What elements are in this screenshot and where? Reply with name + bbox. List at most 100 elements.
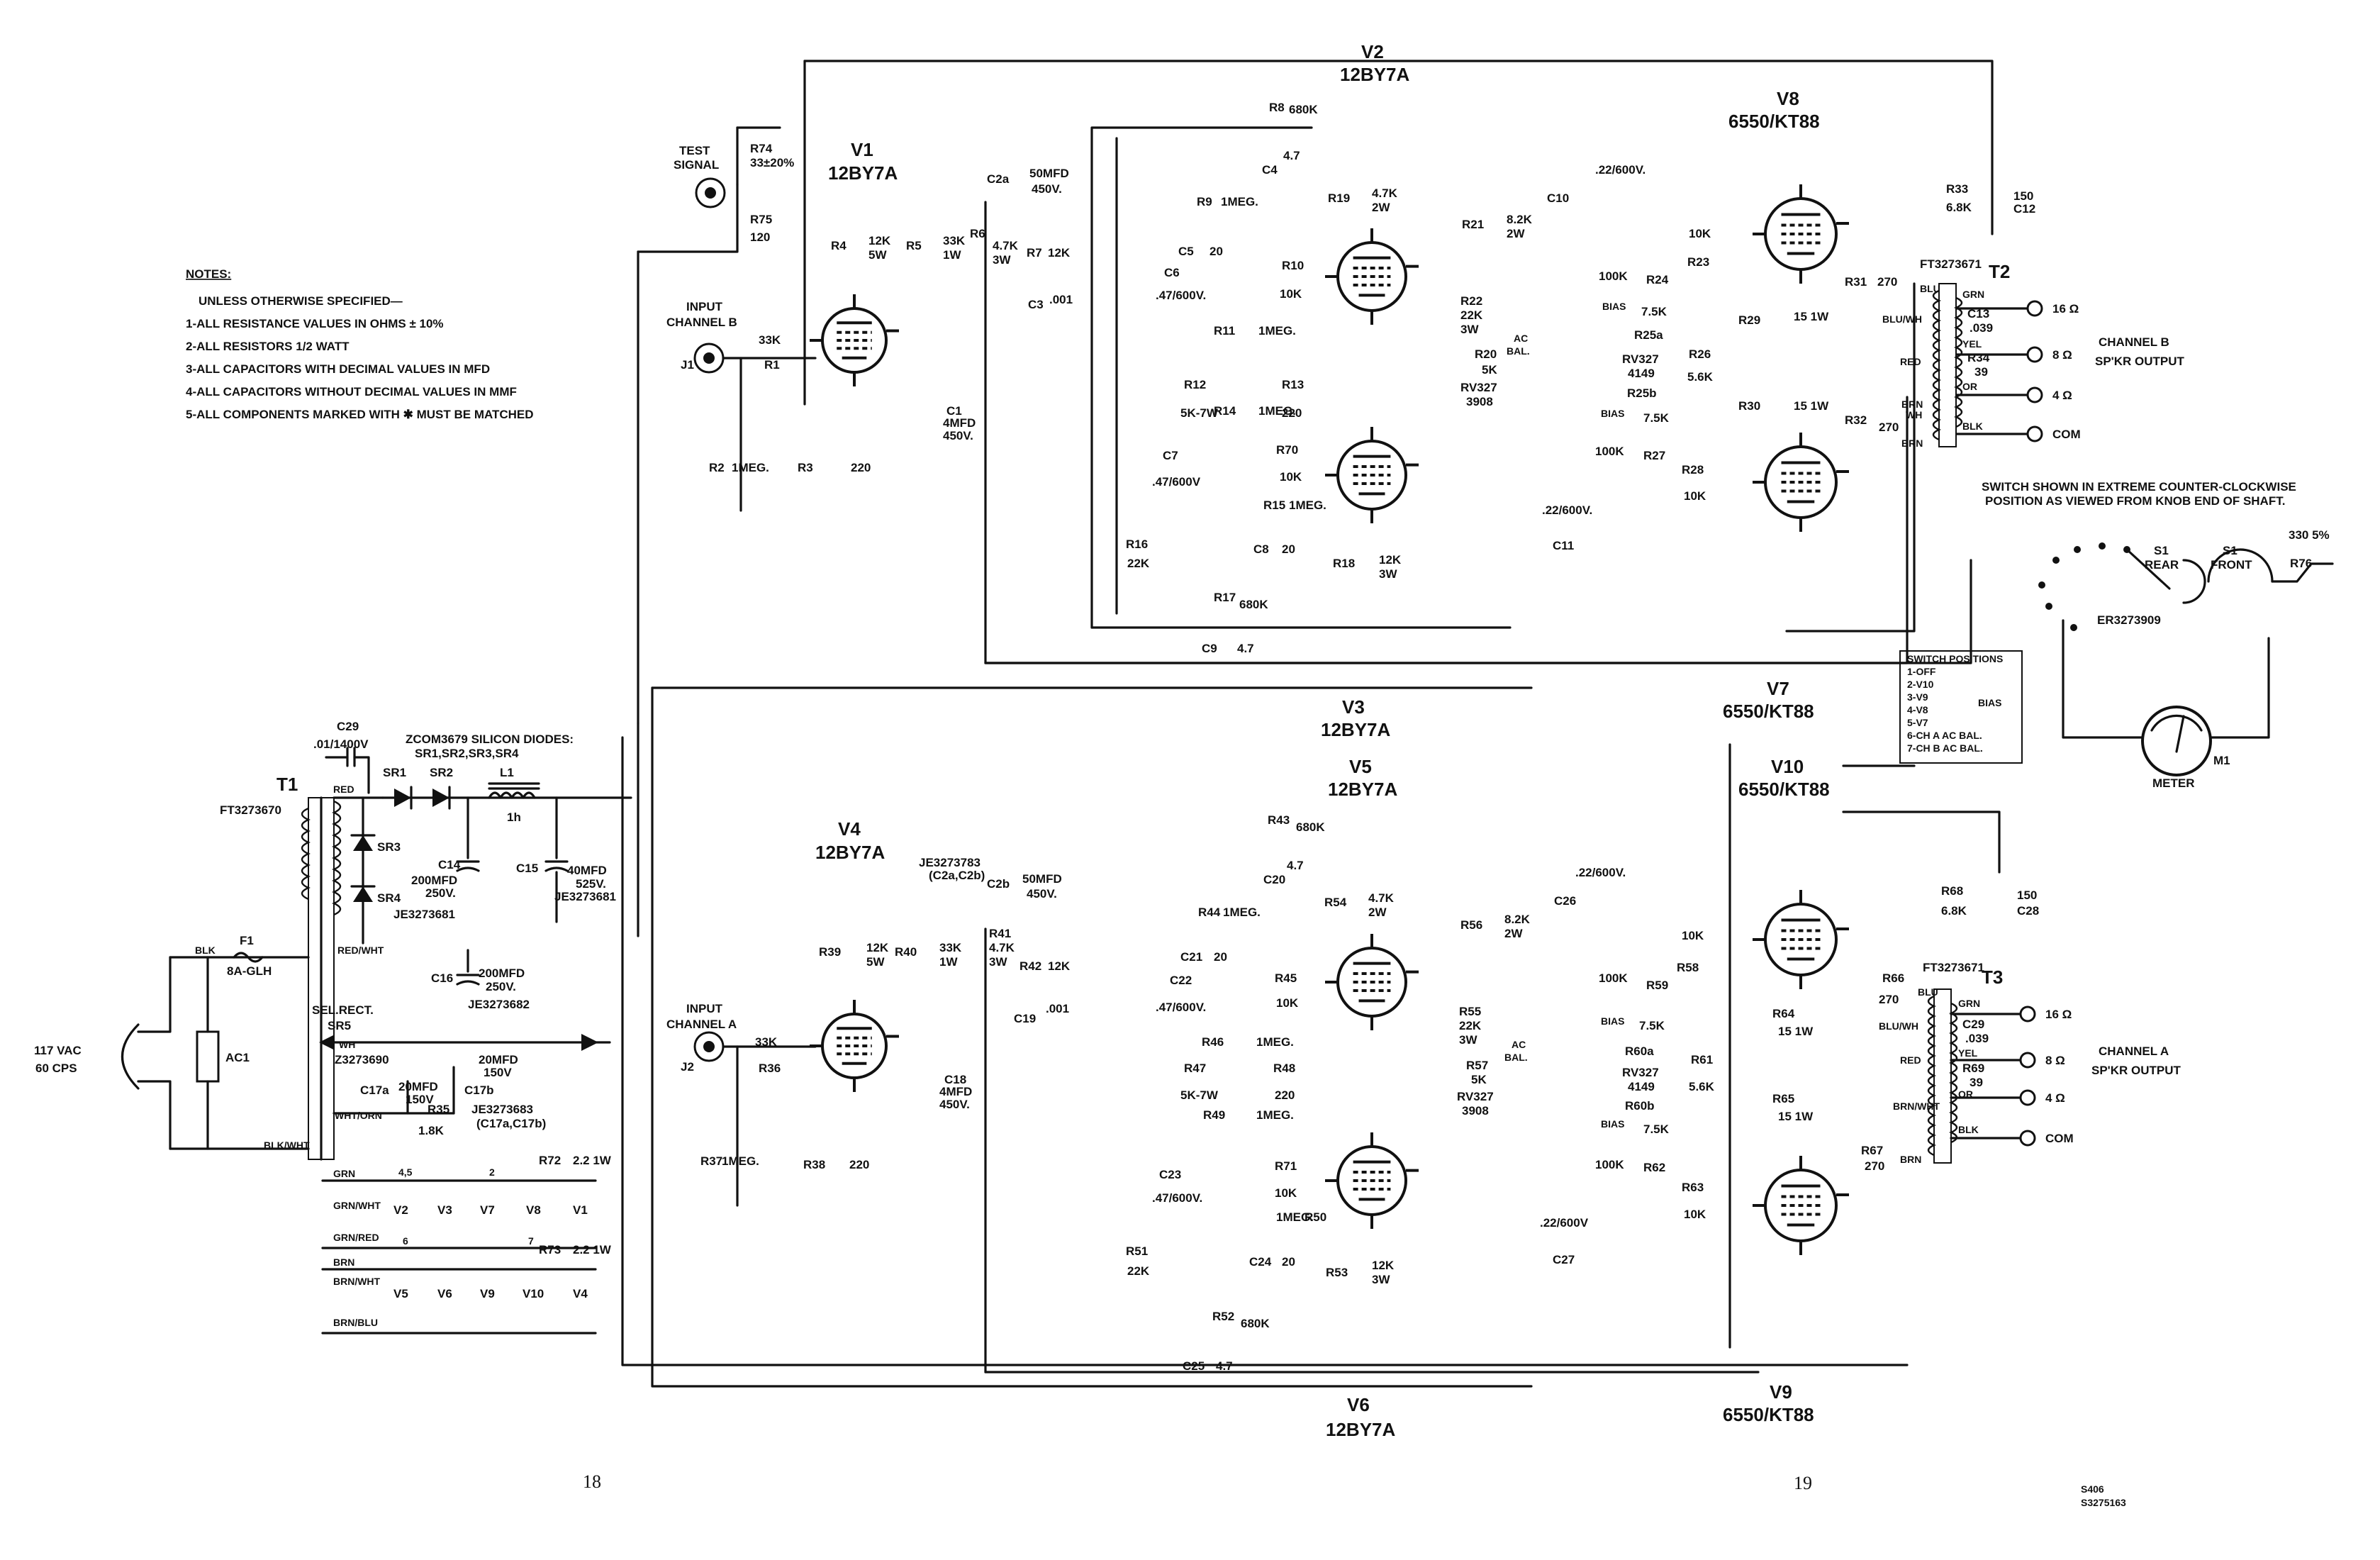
drawing-code-1: S406: [2081, 1483, 2104, 1495]
t3-yel: YEL: [1958, 1047, 1978, 1059]
r27-label: R27: [1643, 449, 1665, 462]
r36-value: 33K: [755, 1035, 778, 1049]
r20-value: 5K: [1482, 363, 1497, 377]
r16-label: R16: [1126, 537, 1148, 551]
r55-value: 22K: [1459, 1019, 1482, 1032]
v2-tube: [1325, 228, 1419, 325]
c25-value: 4.7: [1216, 1359, 1233, 1373]
f1-value: 8A-GLH: [227, 964, 272, 978]
t2-brn2: BRN: [1901, 438, 1923, 449]
r24-value: 100K: [1599, 269, 1628, 283]
tap-b-com: COM: [2052, 428, 2081, 441]
c16-v2: 250V.: [486, 980, 516, 993]
notes-block: NOTES: UNLESS OTHERWISE SPECIFIED— 1-ALL…: [186, 267, 534, 421]
switch-part: ER3273909: [2097, 613, 2161, 627]
acbal-b-2: BAL.: [1507, 345, 1530, 357]
r59-value: 100K: [1599, 971, 1628, 985]
c12-label: C12: [2013, 202, 2035, 216]
r31-label: R31: [1845, 275, 1867, 289]
r25a-label: R25a: [1634, 328, 1663, 342]
lead-wh: WH: [339, 1039, 355, 1050]
lead-grn: GRN: [333, 1168, 355, 1179]
c28-label: C28: [2017, 904, 2039, 918]
heater-v10: V10: [523, 1287, 544, 1300]
t2-or: OR: [1962, 381, 1977, 392]
r16-value: 22K: [1127, 557, 1150, 570]
r9-value: 1MEG.: [1221, 195, 1258, 208]
s1-rear-1: S1: [2154, 544, 2169, 557]
bias-2: BIAS: [1601, 408, 1624, 419]
r72-value: 2.2 1W: [573, 1154, 612, 1167]
page-number-right: 19: [1794, 1473, 1812, 1493]
c2a-volt: 450V.: [1032, 182, 1062, 196]
heater-v1: V1: [573, 1203, 588, 1217]
switch-pos-7: 7-CH B AC BAL.: [1907, 742, 1983, 754]
v4-tube: [810, 1000, 899, 1092]
r49-label: R49: [1203, 1108, 1225, 1122]
r59-label: R59: [1646, 979, 1668, 992]
r6-value: 4.7K: [993, 239, 1019, 252]
t3-grn: GRN: [1958, 998, 1980, 1009]
c12-value: 150: [2013, 189, 2033, 203]
c16-v1: 200MFD: [479, 966, 525, 980]
t3-red: RED: [1900, 1054, 1921, 1066]
c14-v1: 200MFD: [411, 874, 457, 887]
r40-label: R40: [895, 945, 917, 959]
sr5-l1: SEL.RECT.: [312, 1003, 374, 1017]
l1-label: L1: [500, 766, 514, 779]
switch-pos-3: 3-V9: [1907, 691, 1928, 703]
r23-value: 10K: [1689, 227, 1711, 240]
r23-label: R23: [1687, 255, 1709, 269]
r10-label: R10: [1282, 259, 1304, 272]
t2-red: RED: [1900, 356, 1921, 367]
lead-brn: BRN: [333, 1257, 354, 1268]
c8-label: C8: [1253, 542, 1269, 556]
c15-label: C15: [516, 862, 538, 875]
t2-yel: YEL: [1962, 338, 1982, 350]
r62-label: R62: [1643, 1161, 1665, 1174]
tap-b-16: 16 Ω: [2052, 302, 2079, 316]
r42-value: 12K: [1048, 959, 1071, 973]
c5-label: C5: [1178, 245, 1194, 258]
output-b-l2: SP'KR OUTPUT: [2095, 355, 2184, 368]
c7-value: .47/600V: [1152, 475, 1201, 489]
heater-v3: V3: [437, 1203, 452, 1217]
r8-value: 680K: [1289, 103, 1318, 116]
c15-v3: JE3273681: [554, 890, 616, 903]
lead-brn-wht: BRN/WHT: [333, 1276, 381, 1287]
lead-grn-red: GRN/RED: [333, 1232, 379, 1243]
r76-value: 330 5%: [2289, 528, 2330, 542]
power-supply: T1 FT3273670 C29 .01/1400V RED RED/WHT B…: [34, 720, 632, 1335]
rv327-b2-2: 4149: [1628, 367, 1655, 380]
t3-blk: BLK: [1958, 1124, 1979, 1135]
r19-label: R19: [1328, 191, 1350, 205]
r46-value: 1MEG.: [1256, 1035, 1294, 1049]
r68-label: R68: [1941, 884, 1963, 898]
switch-pos-6: 6-CH A AC BAL.: [1907, 730, 1982, 741]
c28-value: 150: [2017, 888, 2037, 902]
acbal-a-1: AC: [1512, 1039, 1526, 1050]
r14-label: R14: [1214, 404, 1236, 418]
c15-v1: 40MFD: [567, 864, 607, 877]
r48-label: R48: [1273, 1062, 1295, 1075]
r30-value: 15 1W: [1794, 399, 1829, 413]
r2-value: 1MEG.: [732, 461, 769, 474]
lead-wht-orn: WHT/ORN: [335, 1110, 382, 1121]
sr3-label: SR3: [377, 840, 401, 854]
r49-value: 1MEG.: [1256, 1108, 1294, 1122]
r19-value: 4.7K: [1372, 186, 1398, 200]
r42-label: R42: [1019, 959, 1041, 973]
mains-v: 117 VAC: [34, 1044, 82, 1057]
c2b-volt: 450V.: [1027, 887, 1057, 901]
lead-red-wht: RED/WHT: [337, 945, 384, 956]
c1-label: C1: [946, 404, 962, 418]
j1-label: J1: [681, 358, 694, 372]
bias-4: BIAS: [1601, 1118, 1624, 1130]
r55-watts: 3W: [1459, 1033, 1477, 1047]
r51-label: R51: [1126, 1244, 1148, 1258]
c26-value: .22/600V.: [1575, 866, 1626, 879]
r57-value: 5K: [1471, 1073, 1487, 1086]
c2-part-sub: (C2a,C2b): [929, 869, 985, 882]
r69-value: 39: [1970, 1076, 1983, 1089]
t3-label: T3: [1982, 966, 2003, 988]
